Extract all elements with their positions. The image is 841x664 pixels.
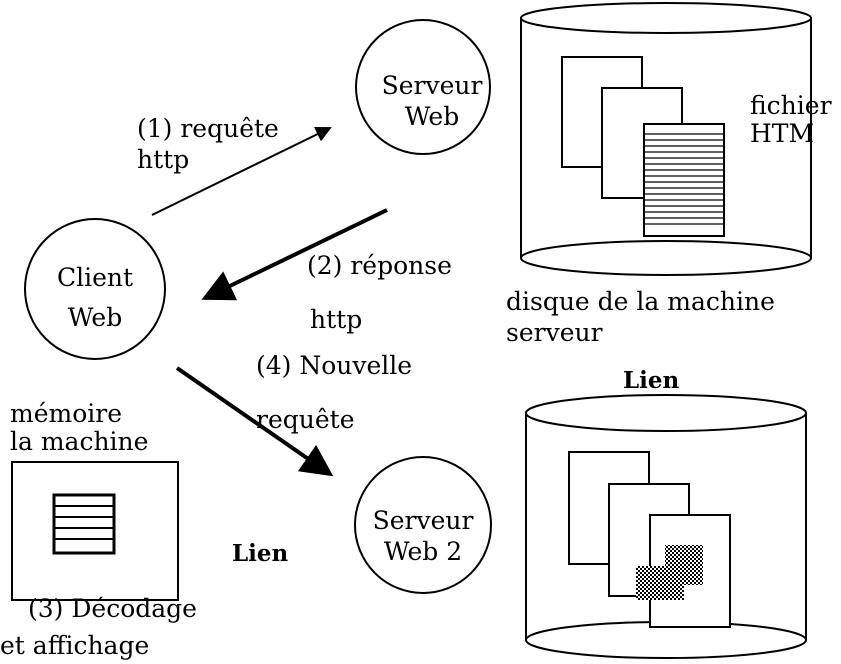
client-web-node: [24, 218, 166, 360]
htm-file-label: fichier HTM: [750, 91, 832, 148]
server-web-node: [355, 19, 491, 155]
new-request-label: (4) Nouvelle: [256, 351, 413, 380]
server-web-label: Serveur Web: [381, 71, 483, 131]
link-label-top: Lien: [623, 367, 680, 394]
client-memory-label: mémoire la machine: [10, 399, 149, 456]
server-web-2-node: [354, 456, 492, 594]
request-arrow: [151, 126, 332, 216]
htm-file-lines: [644, 133, 724, 225]
display-label: et affichage: [0, 631, 150, 660]
client-memory-box: [11, 461, 179, 601]
server-disk-top: [520, 2, 812, 276]
client-memory-page-lines: [54, 505, 114, 540]
server-web-2-label: Serveur Web 2: [372, 506, 474, 566]
new-request-arrow: [175, 366, 334, 477]
htm-file-stack: [561, 56, 725, 237]
client-memory-page: [52, 493, 116, 555]
linked-file-images: [636, 545, 703, 600]
server-disk-label: disque de la machine serveur: [506, 287, 775, 347]
decode-label: (3) Décodage: [28, 594, 197, 623]
linked-file-stack: [568, 451, 731, 628]
link-label-bottom: Lien: [232, 540, 289, 567]
new-request-label-2: requête: [256, 405, 355, 434]
response-arrow: [201, 208, 388, 301]
client-web-label: Client Web: [56, 263, 134, 332]
response-http-label: http: [310, 305, 363, 334]
request-http-label: (1) requête http: [137, 114, 279, 174]
response-label: (2) réponse: [307, 251, 452, 280]
